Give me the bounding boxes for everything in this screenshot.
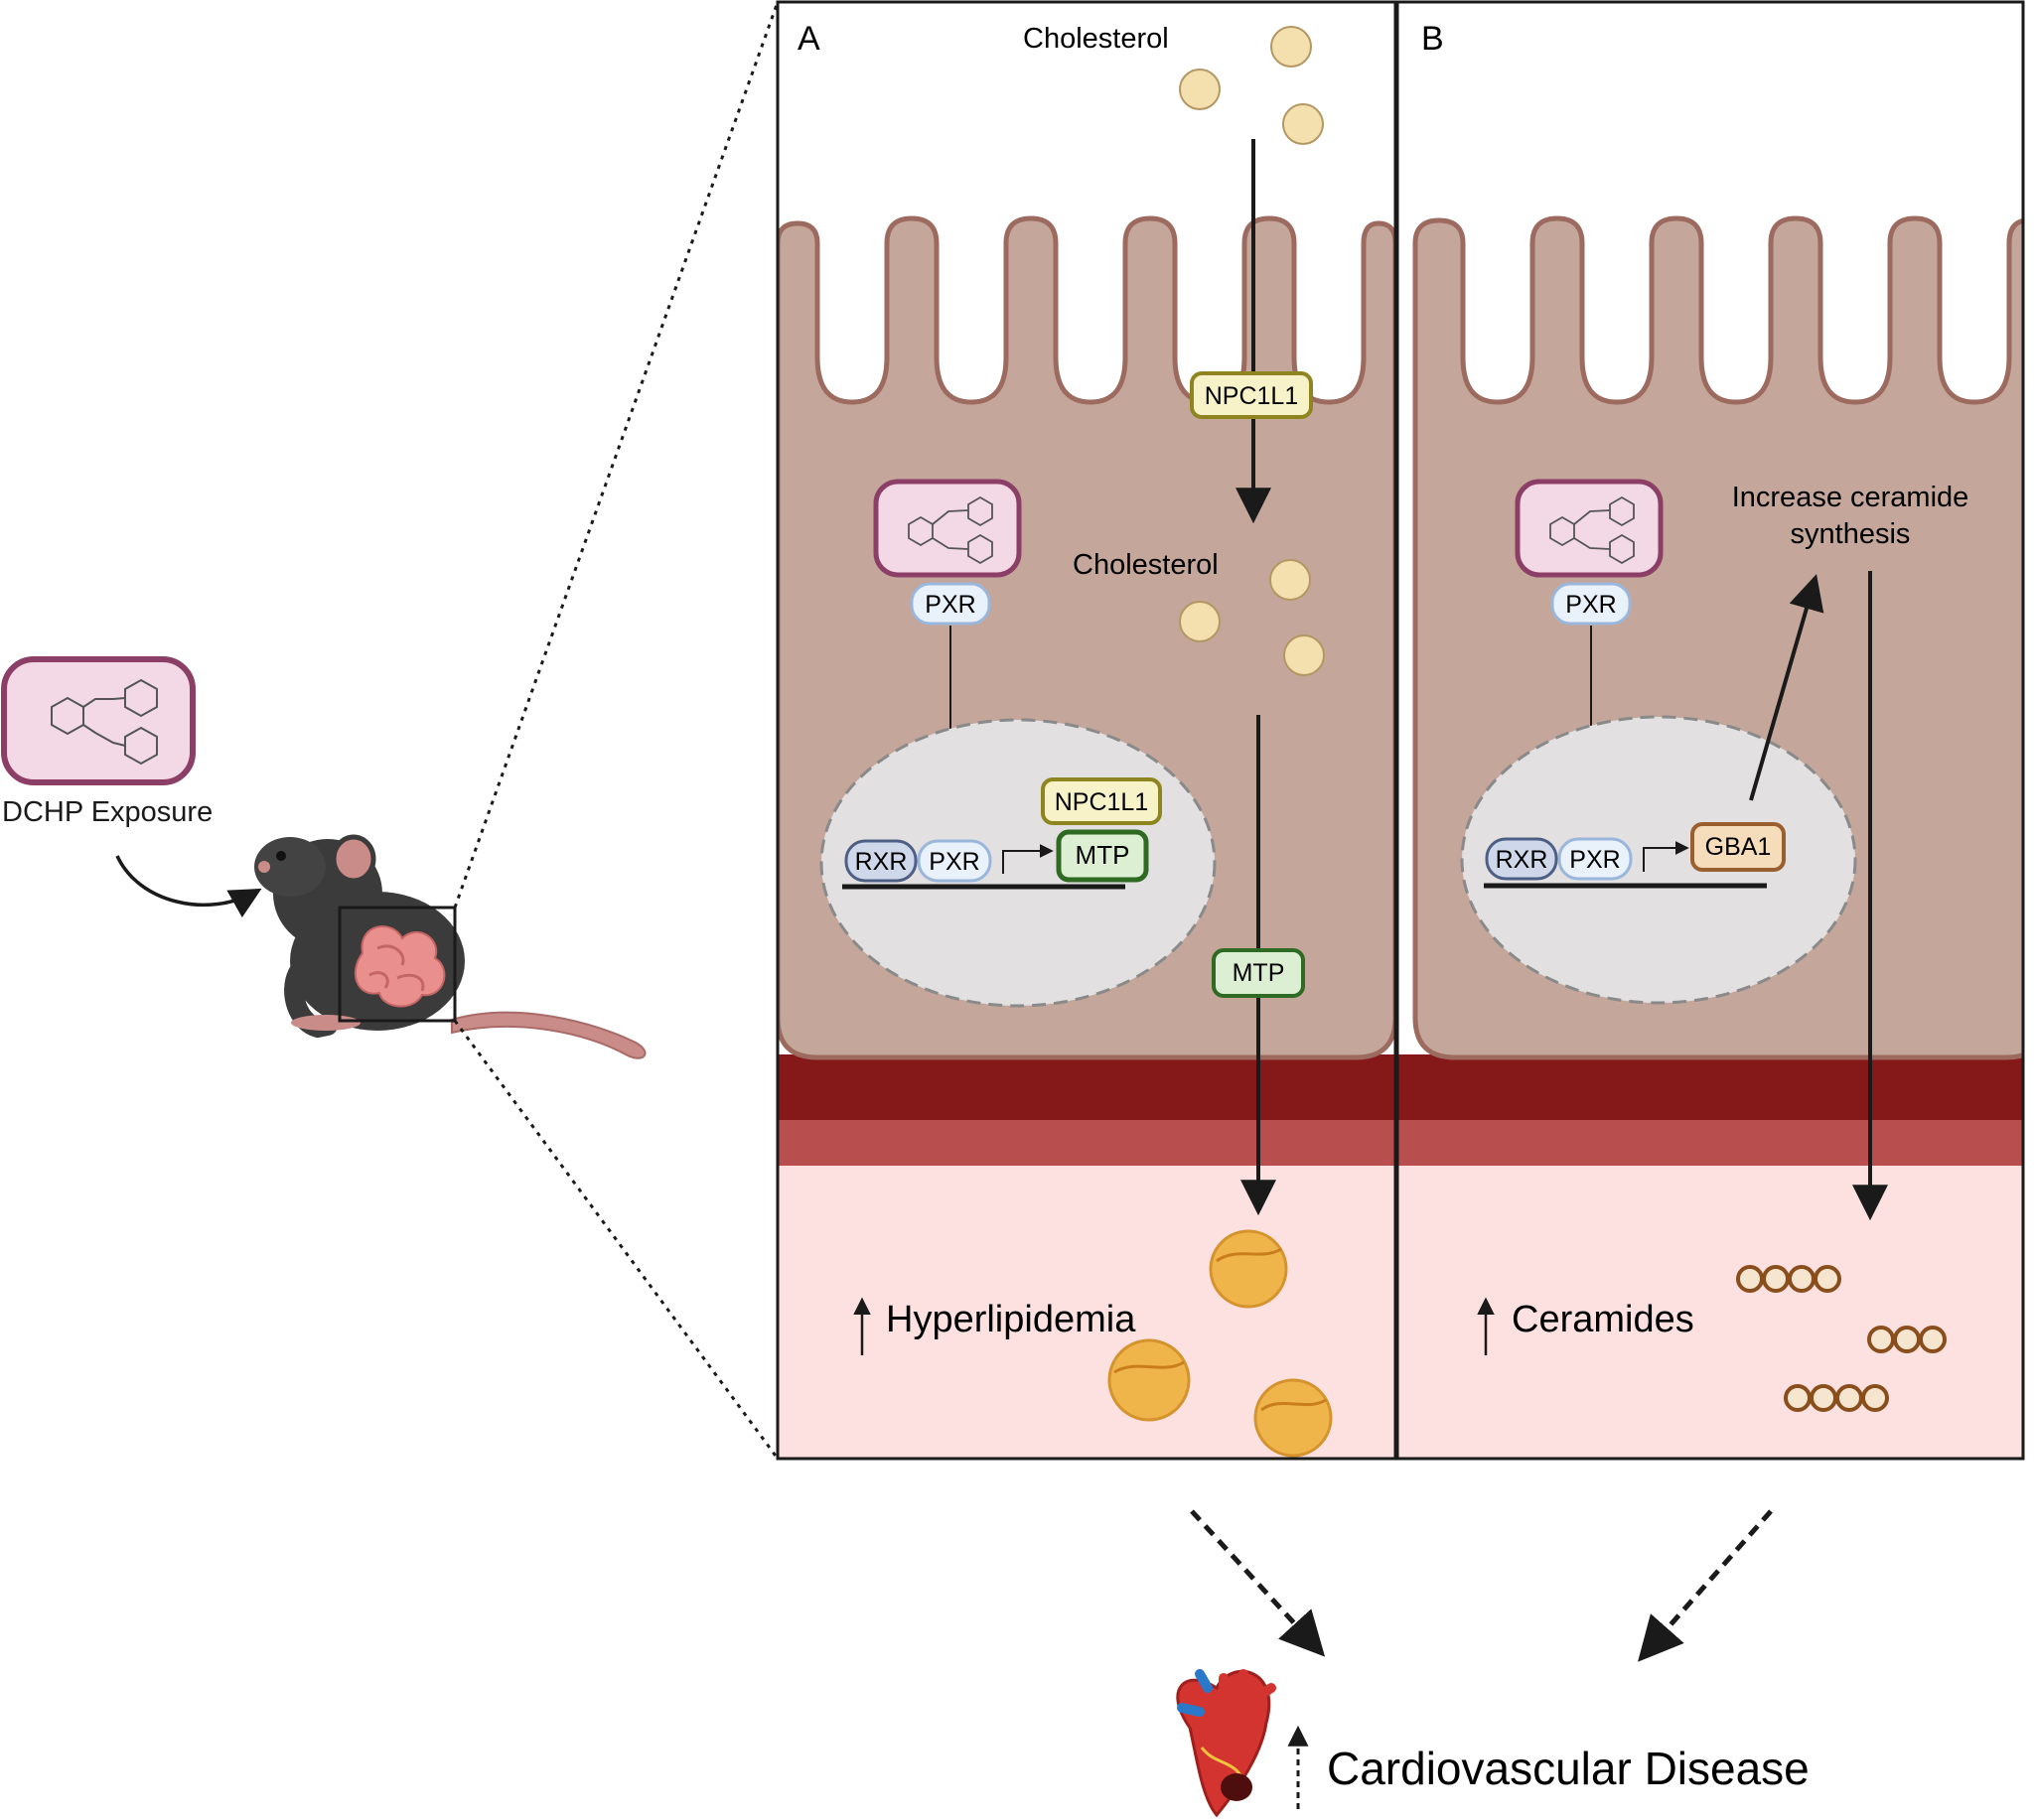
mtp-protein-a xyxy=(1212,948,1305,998)
npc1l1-transporter-label: NPC1L1 xyxy=(1205,382,1299,410)
dchp-exposure-label: DCHP Exposure xyxy=(2,796,213,828)
cardiovascular-disease-label: Cardiovascular Disease xyxy=(1327,1743,1810,1794)
zoom-line-bottom xyxy=(453,1020,780,1460)
exposure-arrow xyxy=(115,855,262,918)
dchp-molecule-icon xyxy=(51,678,158,766)
gba1-gene-b-label: GBA1 xyxy=(1705,833,1772,861)
ceramide-particles xyxy=(1736,1265,1947,1412)
dchp-molecule-icon-b xyxy=(1549,495,1635,565)
pxr-box-nucleus-a xyxy=(917,839,992,883)
ceramide-synthesis-arrow xyxy=(1749,574,1824,801)
pxr-receptor-b xyxy=(1550,582,1632,626)
panel-b-letter: B xyxy=(1421,20,1444,58)
pxr-label-nucleus-b: PXR xyxy=(1569,846,1620,874)
mtp-protein-a-label: MTP xyxy=(1233,959,1285,987)
converging-arrow-right xyxy=(1638,1509,1773,1662)
mtp-gene-a-label: MTP xyxy=(1076,840,1130,870)
mtp-gene-a xyxy=(1056,829,1149,883)
dchp-molecule-icon-a xyxy=(908,495,993,565)
cholesterol-particles-outside xyxy=(1179,26,1324,145)
panel-b: B PXR Increase ceramide synthesis RXR PX… xyxy=(1395,0,2025,1461)
intestine-icon xyxy=(354,925,446,1008)
blood-vessel-light-b xyxy=(1397,1120,2023,1166)
pxr-box-nucleus-b xyxy=(1557,837,1633,881)
panel-a: A Cholesterol NPC1L1 Cholesterol PXR RXR… xyxy=(776,0,1397,1461)
blood-vessel-dark-b xyxy=(1397,1054,2023,1122)
ceramides-label: Ceramides xyxy=(1512,1299,1694,1340)
pxr-receptor-b-label: PXR xyxy=(1565,591,1616,619)
dchp-ligand-box-b xyxy=(1515,479,1664,578)
npc1l1-gene-a-label: NPC1L1 xyxy=(1055,788,1149,816)
converging-arrow-left xyxy=(1190,1509,1326,1657)
nucleus-b xyxy=(1460,715,1857,1005)
zoom-line-top xyxy=(453,1,780,909)
pxr-receptor-a xyxy=(910,582,991,626)
promoter-arrow-a xyxy=(1002,844,1054,874)
npc1l1-gene-a xyxy=(1041,777,1162,825)
cholesterol-particles-inside xyxy=(1179,559,1325,676)
panel-a-frame xyxy=(776,0,1397,1461)
dchp-ligand-box-a xyxy=(873,479,1022,578)
dchp-molecule-box xyxy=(1,656,196,785)
dchp-exposure: DCHP Exposure xyxy=(1,656,262,918)
blood-vessel-dark xyxy=(778,1054,1395,1122)
panel-a-letter: A xyxy=(798,20,820,58)
promoter-arrow-b xyxy=(1643,841,1689,872)
rxr-box-b xyxy=(1485,837,1558,881)
pxr-receptor-a-label: PXR xyxy=(925,591,975,619)
hyperlipidemia-label: Hyperlipidemia xyxy=(886,1299,1136,1340)
cholesterol-inside-label: Cholesterol xyxy=(1073,549,1219,581)
cholesterol-outside-label: Cholesterol xyxy=(1023,23,1169,55)
gba1-gene-b xyxy=(1690,822,1786,872)
panel-b-frame xyxy=(1395,0,2025,1461)
intestine-zoom-box xyxy=(338,906,457,1023)
ceramide-synthesis-label-line2: synthesis xyxy=(1791,518,1911,550)
npc1l1-transporter xyxy=(1190,371,1313,419)
lipoprotein-particles xyxy=(1107,1229,1333,1458)
heart-icon xyxy=(1176,1669,1276,1818)
plasma-region-b xyxy=(1397,1166,2023,1459)
blood-vessel-light xyxy=(778,1120,1395,1166)
rxr-label-a: RXR xyxy=(855,848,908,876)
rxr-box-a xyxy=(844,839,918,883)
pxr-label-nucleus-a: PXR xyxy=(929,848,979,876)
mouse-icon xyxy=(254,834,647,1059)
ceramide-synthesis-label-line1: Increase ceramide xyxy=(1732,482,1969,513)
rxr-label-b: RXR xyxy=(1496,846,1548,874)
